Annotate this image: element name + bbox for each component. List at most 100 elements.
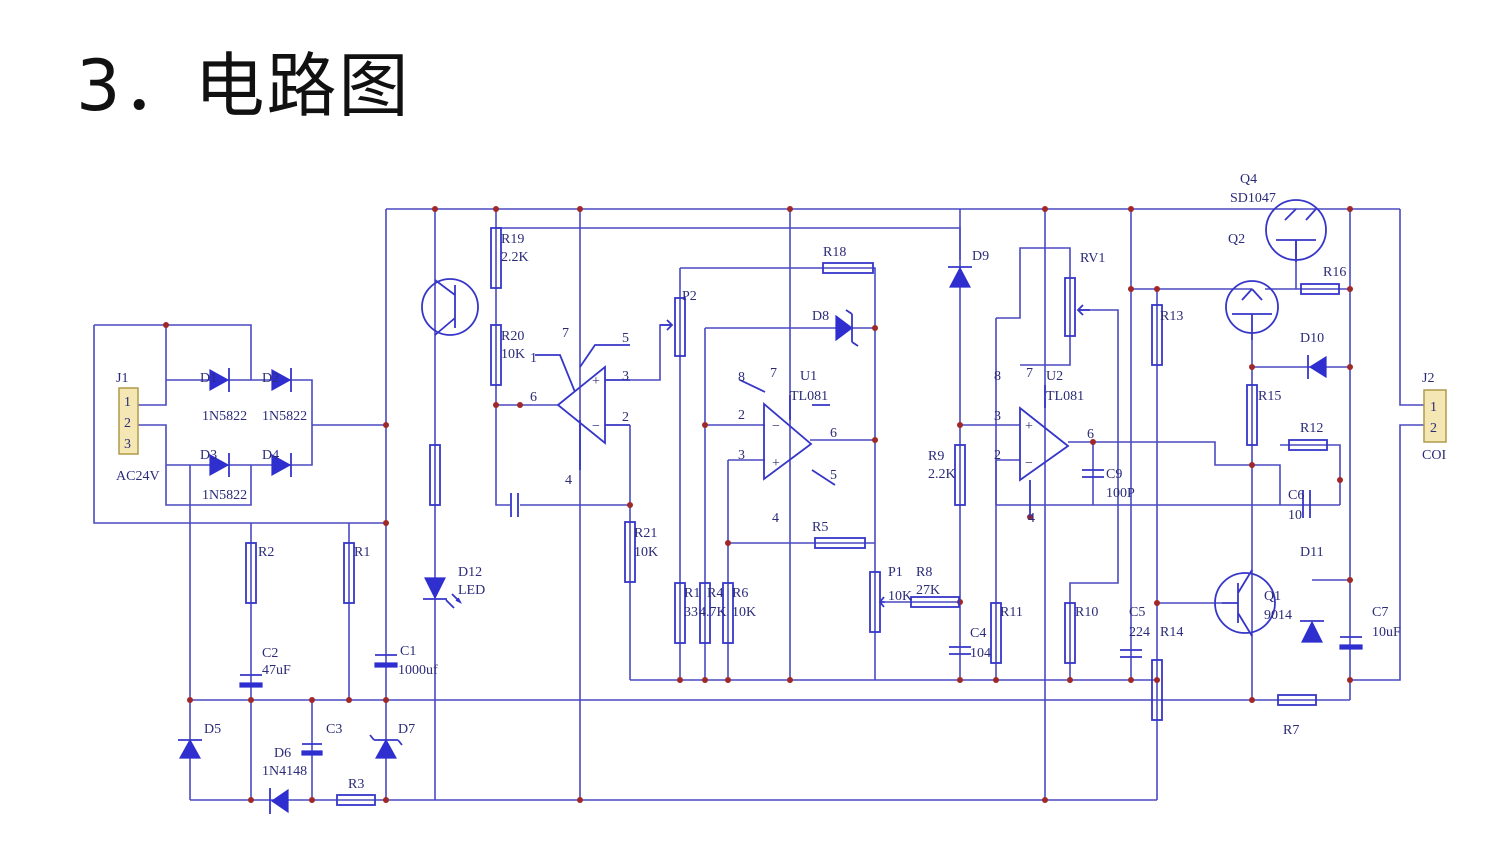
diode-d1-label: D1 (200, 371, 217, 386)
diode-d12-value: LED (458, 583, 485, 598)
resistor-r21-label: R21 (634, 526, 657, 541)
potentiometers: P2 P1 10K RV1 (660, 251, 1105, 633)
resistors: R2 R1 R19 2.2K R20 10K R21 10K R1 33 R4 … (245, 227, 1346, 806)
cap-c7-label: C7 (1372, 605, 1388, 620)
pot-p2-label: P2 (682, 289, 697, 304)
resistor-r6-value: 10K (732, 605, 756, 620)
opamp2-plus: + (772, 456, 780, 471)
resistor-r9-label: R9 (928, 449, 944, 464)
connector-j1-pin3: 3 (124, 437, 131, 452)
cap-c1-value: 1000uf (398, 663, 438, 678)
pin-number: 6 (530, 390, 537, 405)
pin-number: 4 (772, 511, 779, 526)
opamp3-plus: + (1025, 419, 1033, 434)
pin-number: 7 (562, 326, 569, 341)
diode-d10-label: D10 (1300, 331, 1324, 346)
resistor-r7-label: R7 (1283, 723, 1299, 738)
diode-d8-label: D8 (812, 309, 829, 324)
diode-d11-label: D11 (1300, 545, 1324, 560)
cap-c4-value: 104 (970, 646, 991, 661)
connector-j2-note: COI (1422, 448, 1446, 463)
resistor-r9-value: 2.2K (928, 467, 956, 482)
diode-d1-part: 1N5822 (202, 409, 247, 424)
transistor-q4-label: Q4 (1240, 172, 1257, 187)
cap-c2-label: C2 (262, 646, 278, 661)
pin-number: 4 (565, 473, 572, 488)
diode-d6-value: 1N4148 (262, 764, 307, 779)
connector-j2-label: J2 (1422, 371, 1434, 386)
diode-d4-label: D4 (262, 448, 279, 463)
resistor-r8-value: 27K (916, 583, 940, 598)
connector-j2-pin2: 2 (1430, 421, 1437, 436)
resistor-r19-label: R19 (501, 232, 524, 247)
opamp3-minus: − (1025, 456, 1033, 471)
op-amps: + − − + + − U1 TL081 U2 TL081 (535, 344, 1084, 517)
cap-c5-value: 224 (1129, 625, 1150, 640)
cap-c5-label: C5 (1129, 605, 1145, 620)
opamp2-minus: − (772, 419, 780, 434)
resistor-r16-label: R16 (1323, 265, 1346, 280)
cap-c9-label: C9 (1106, 467, 1122, 482)
diode-d6-label: D6 (274, 746, 291, 761)
resistor-r3-label: R3 (348, 777, 364, 792)
connector-j1-pin2: 2 (124, 416, 131, 431)
resistor-r19-value: 2.2K (501, 250, 529, 265)
cap-c6-label: C6 (1288, 488, 1304, 503)
opamp1-plus: + (592, 374, 600, 389)
slide-title: 3．电路图 (76, 45, 411, 127)
connector-j1-label: J1 (116, 371, 128, 386)
cap-c1-label: C1 (400, 644, 416, 659)
ic-u1-value: TL081 (790, 389, 828, 404)
cap-c9-value: 100P (1106, 486, 1135, 501)
pin-number: 8 (994, 369, 1001, 384)
resistor-r21-value: 10K (634, 545, 658, 560)
connector-j2-pin1: 1 (1430, 400, 1437, 415)
pin-number: 2 (738, 408, 745, 423)
ic-u2-value: TL081 (1046, 389, 1084, 404)
pin-numbers: 7 5 1 3 6 2 4 8 7 2 3 6 5 4 8 7 3 2 6 4 (530, 326, 1094, 526)
connector-j2: J2 1 2 COI (1422, 371, 1447, 463)
pot-rv1-label: RV1 (1080, 251, 1105, 266)
diode-d2-part: 1N5822 (262, 409, 307, 424)
pin-number: 7 (1026, 366, 1033, 381)
pin-number: 6 (830, 426, 837, 441)
resistor-r18-label: R18 (823, 245, 846, 260)
diode-d7-label: D7 (398, 722, 415, 737)
pin-number: 5 (622, 331, 629, 346)
pot-p1-value: 10K (888, 589, 912, 604)
connector-j1-pin1: 1 (124, 395, 131, 410)
transistor-q2-label: Q2 (1228, 232, 1245, 247)
diodes: D5 D6 1N4148 D7 D8 D9 D10 D11 D12 LED (178, 249, 1327, 814)
connector-j1-voltage: AC24V (116, 469, 160, 484)
cap-c3-label: C3 (326, 722, 342, 737)
diode-d3-part: 1N5822 (202, 488, 247, 503)
resistor-r4-value: 4.7K (699, 605, 727, 620)
resistor-r1b-value: 33 (684, 605, 698, 620)
pin-number: 3 (994, 409, 1001, 424)
resistor-r20-label: R20 (501, 329, 524, 344)
transistors: Q4 SD1047 Q2 Q1 9014 (421, 172, 1327, 637)
transistor-q4-value: SD1047 (1230, 191, 1276, 206)
resistor-r1b-label: R1 (684, 586, 700, 601)
pin-number: 8 (738, 370, 745, 385)
cap-c7-value: 10uF (1372, 625, 1401, 640)
bridge-rectifier: D1 D2 D3 D4 1N5822 1N5822 1N5822 (200, 368, 307, 503)
resistor-r5-label: R5 (812, 520, 828, 535)
pin-number: 2 (994, 448, 1001, 463)
resistor-r15-label: R15 (1258, 389, 1281, 404)
transistor-q1-value: 9014 (1264, 608, 1292, 623)
resistor-r8-label: R8 (916, 565, 932, 580)
opamp1-minus: − (592, 419, 600, 434)
diode-d5-label: D5 (204, 722, 221, 737)
diode-d9-label: D9 (972, 249, 989, 264)
resistor-r13-label: R13 (1160, 309, 1183, 324)
diode-d12-label: D12 (458, 565, 482, 580)
pin-number: 6 (1087, 427, 1094, 442)
diode-d2-label: D2 (262, 371, 279, 386)
resistor-r14-label: R14 (1160, 625, 1183, 640)
resistor-r1-label: R1 (354, 545, 370, 560)
ic-u1-label: U1 (800, 369, 817, 384)
diode-d3-label: D3 (200, 448, 217, 463)
resistor-r20-value: 10K (501, 347, 525, 362)
